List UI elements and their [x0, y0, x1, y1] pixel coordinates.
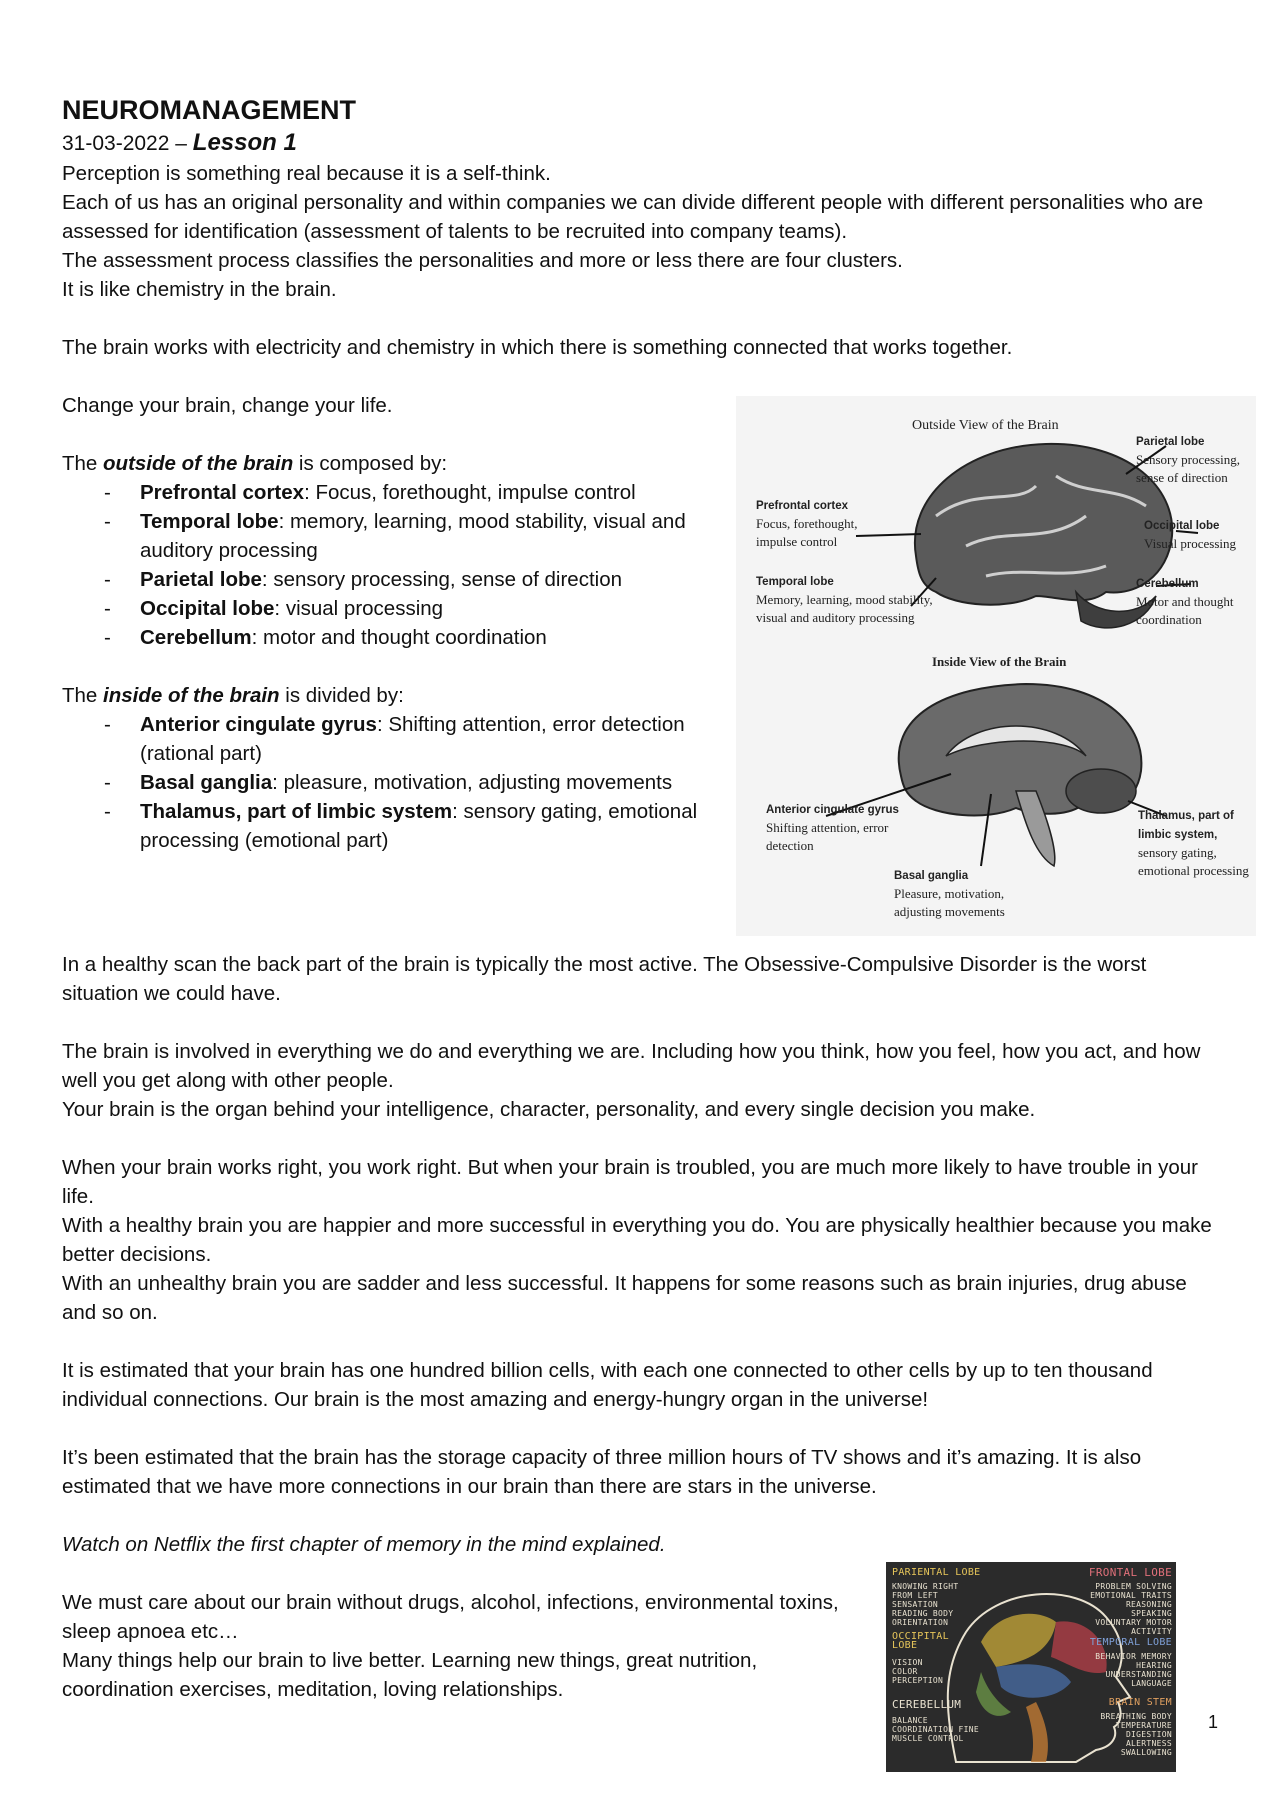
intro-line-3: The assessment process classifies the pe… — [62, 249, 903, 272]
header-block: NEUROMANAGEMENT 31-03-2022 – Lesson 1 Pe… — [62, 92, 1222, 855]
occipital-chalk-text: VISION COLOR PERCEPTION — [892, 1658, 944, 1685]
netflix-note: Watch on Netflix the first chapter of me… — [62, 1533, 666, 1556]
change-paragraph: Change your brain, change your life. — [62, 394, 393, 417]
outside-heading: The outside of the brain is composed by: — [62, 452, 448, 475]
outside-view-title: Outside View of the Brain — [912, 418, 1059, 433]
brain-drawing — [825, 442, 1199, 868]
intro-line-4: It is like chemistry in the brain. — [62, 278, 337, 301]
chalkboard-brain-image: PARIENTAL LOBE KNOWING RIGHT FROM LEFT S… — [886, 1562, 1176, 1772]
brainstem-chalk-title: BRAIN STEM — [1108, 1697, 1172, 1708]
page-number: 1 — [1207, 1712, 1218, 1732]
cerebellum-chalk-title: CEREBELLUM — [892, 1698, 962, 1711]
paragraph: The brain is involved in everything we d… — [62, 1040, 1201, 1092]
outside-list: Prefrontal cortex: Focus, forethought, i… — [62, 478, 722, 652]
electricity-paragraph: The brain works with electricity and che… — [62, 336, 1013, 359]
frontal-chalk-title: FRONTAL LOBE — [1088, 1566, 1172, 1579]
lesson-label: Lesson 1 — [192, 129, 297, 156]
list-item: Basal ganglia: pleasure, motivation, adj… — [104, 768, 722, 797]
inside-view-title: Inside View of the Brain — [932, 654, 1067, 669]
paragraph: When your brain works right, you work ri… — [62, 1156, 1198, 1208]
inside-brain-illustration — [825, 682, 1167, 868]
cerebellum-chalk-text: BALANCE COORDINATION FINE MUSCLE CONTROL — [892, 1716, 979, 1743]
outside-brain-illustration — [855, 442, 1199, 629]
list-item: Anterior cingulate gyrus: Shifting atten… — [104, 710, 722, 768]
list-item: Thalamus, part of limbic system: sensory… — [104, 797, 722, 855]
list-item: Occipital lobe: visual processing — [104, 594, 722, 623]
paragraph: With an unhealthy brain you are sadder a… — [62, 1272, 1187, 1324]
head-silhouette — [946, 1593, 1132, 1763]
care-section: We must care about our brain without dru… — [62, 1588, 842, 1704]
date-text: 31-03-2022 – — [62, 132, 193, 155]
document-title: NEUROMANAGEMENT — [62, 95, 356, 125]
paragraph: Your brain is the organ behind your inte… — [62, 1098, 1036, 1121]
paragraph: It’s been estimated that the brain has t… — [62, 1446, 1142, 1498]
paragraph: We must care about our brain without dru… — [62, 1591, 839, 1643]
temporal-chalk-title: TEMPORAL LOBE — [1089, 1637, 1172, 1648]
paragraph: With a healthy brain you are happier and… — [62, 1214, 1212, 1266]
brainstem-chalk-text: BREATHING BODY TEMPERATURE DIGESTION ALE… — [1100, 1712, 1172, 1757]
label-thalamus: Thalamus, part of limbic system,sensory … — [1138, 810, 1249, 878]
parietal-chalk-text: KNOWING RIGHT FROM LEFT SENSATION READIN… — [892, 1582, 959, 1627]
parietal-chalk-title: PARIENTAL LOBE — [892, 1567, 981, 1578]
paragraph: Many things help our brain to live bette… — [62, 1649, 758, 1701]
list-item: Parietal lobe: sensory processing, sense… — [104, 565, 722, 594]
paragraph: It is estimated that your brain has one … — [62, 1359, 1153, 1411]
body-block: In a healthy scan the back part of the b… — [62, 950, 1222, 1704]
inside-heading: The inside of the brain is divided by: — [62, 684, 404, 707]
temporal-chalk-text: BEHAVIOR MEMORY HEARING UNDERSTANDING LA… — [1095, 1652, 1172, 1688]
paragraph: In a healthy scan the back part of the b… — [62, 953, 1147, 1005]
intro-line-2: Each of us has an original personality a… — [62, 191, 1204, 243]
outside-section: The outside of the brain is composed by:… — [62, 449, 722, 855]
occipital-chalk-title: OCCIPITAL LOBE — [892, 1631, 949, 1651]
lesson-date: 31-03-2022 – Lesson 1 — [62, 128, 1222, 159]
intro-line-1: Perception is something real because it … — [62, 162, 551, 185]
inside-list: Anterior cingulate gyrus: Shifting atten… — [62, 710, 722, 855]
list-item: Prefrontal cortex: Focus, forethought, i… — [104, 478, 722, 507]
frontal-chalk-text: PROBLEM SOLVING EMOTIONAL TRAITS REASONI… — [1090, 1582, 1172, 1636]
list-item: Temporal lobe: memory, learning, mood st… — [104, 507, 722, 565]
list-item: Cerebellum: motor and thought coordinati… — [104, 623, 722, 652]
